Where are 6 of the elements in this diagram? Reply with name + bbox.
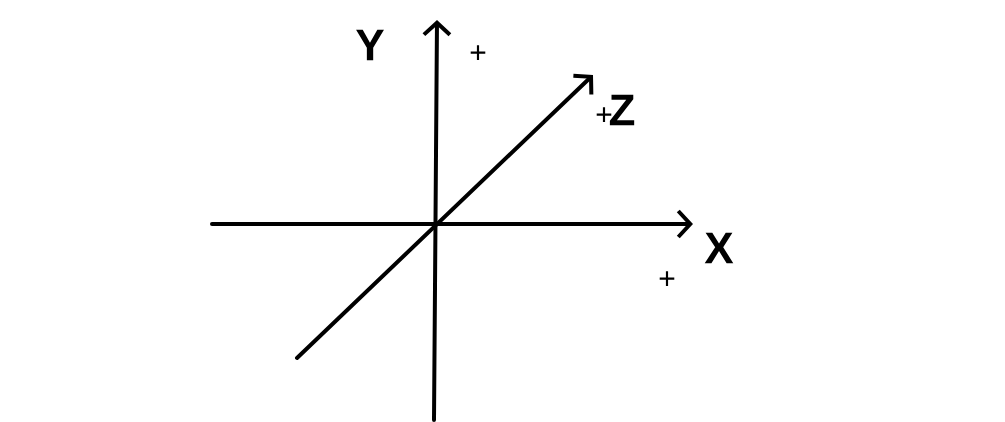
- sign-label: +: [470, 45, 486, 60]
- sign-label: +: [596, 107, 612, 122]
- axis-label: Z: [609, 94, 635, 126]
- axis-label: Y: [356, 29, 384, 61]
- sign-label: +: [659, 271, 675, 286]
- axis-label: X: [704, 232, 734, 264]
